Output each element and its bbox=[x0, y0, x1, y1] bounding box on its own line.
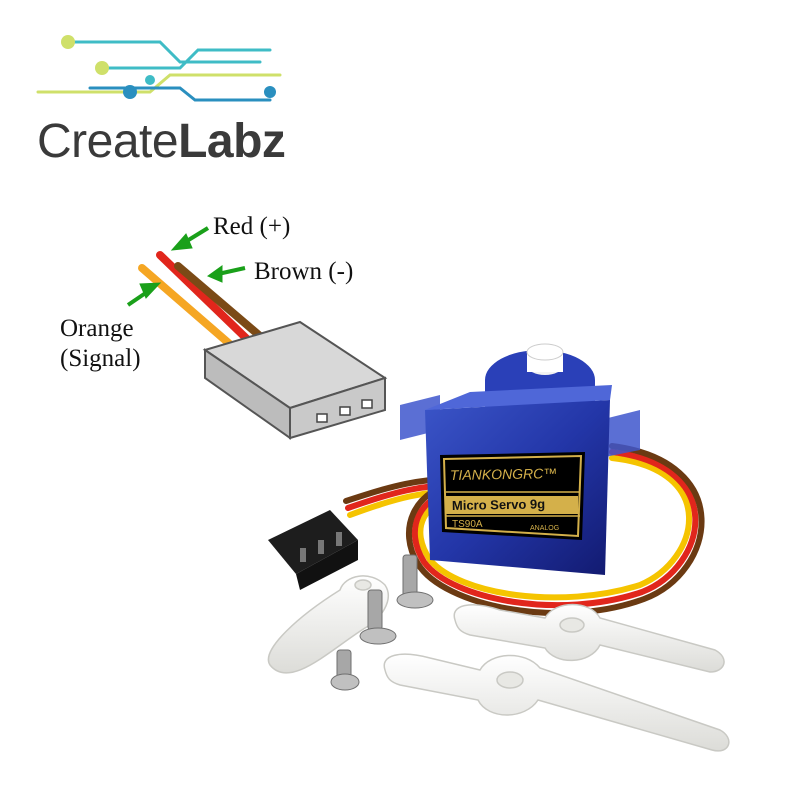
screw-icon bbox=[330, 554, 434, 691]
servo-label-part: TS90A bbox=[452, 519, 483, 530]
callout-orange-line2: (Signal) bbox=[60, 344, 141, 372]
servo-label-type: ANALOG bbox=[530, 525, 559, 532]
callout-red: Red (+) bbox=[213, 213, 291, 240]
wire-diagram bbox=[126, 226, 388, 440]
connector-icon bbox=[202, 320, 388, 440]
servo-motor-icon bbox=[400, 343, 640, 575]
servo-connector bbox=[268, 510, 358, 590]
brand-name: CreateLabz bbox=[37, 115, 286, 168]
brand-name-part1: Create bbox=[37, 115, 179, 168]
callout-arrow-icon bbox=[126, 226, 246, 307]
servo-horn-icon bbox=[267, 575, 730, 752]
servo-label-model: Micro Servo 9g bbox=[452, 496, 546, 513]
servo-label-brand: TIANKONGRC™ bbox=[450, 465, 558, 483]
servo-label bbox=[440, 452, 585, 540]
callout-orange: Orange (Signal) bbox=[60, 314, 141, 373]
callout-orange-line1: Orange bbox=[60, 315, 134, 342]
brand-name-part2: Labz bbox=[178, 115, 286, 168]
logo-circuit-icon bbox=[36, 35, 282, 102]
callout-brown: Brown (-) bbox=[254, 258, 354, 285]
